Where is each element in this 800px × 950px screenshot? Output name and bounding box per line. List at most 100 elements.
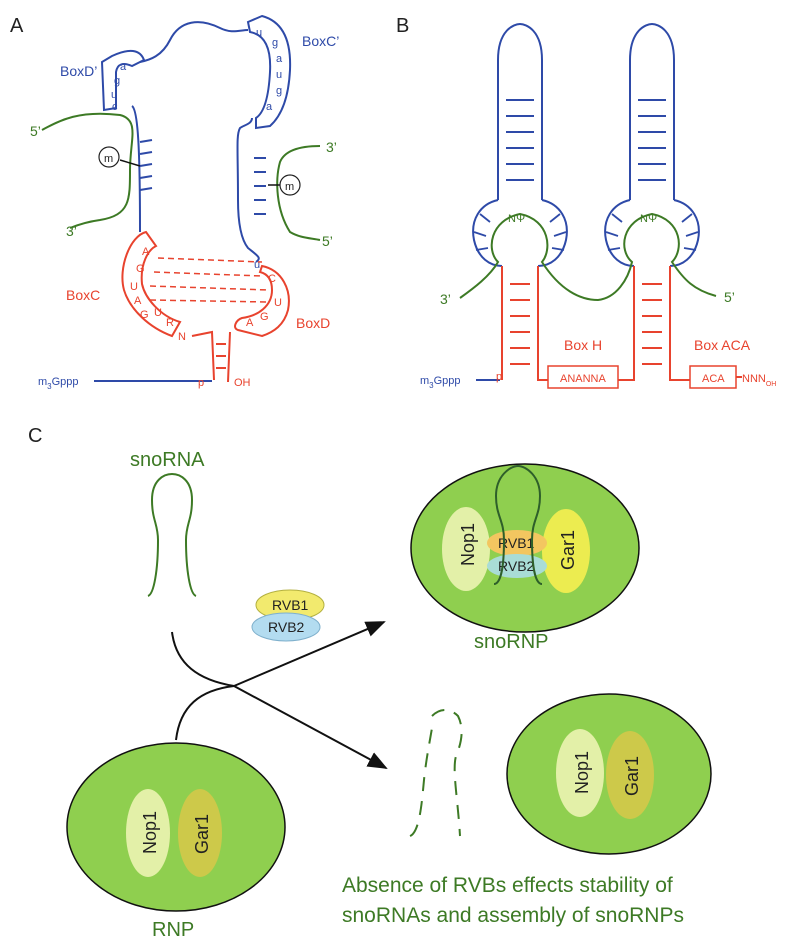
panel-b: B NΨ (396, 15, 776, 390)
snornp-rvb2-label: RVB2 (498, 558, 535, 574)
panel-b-right-stem (618, 266, 690, 381)
panel-a-cap: m3Gppp (38, 376, 79, 391)
right-pocket (604, 199, 700, 267)
panel-b-three-prime: 3’ (440, 291, 451, 307)
panel-b-nnn: NNNOH (742, 373, 776, 388)
d-prime-seq-2: u (111, 89, 117, 101)
box-c-seq-2: U (130, 281, 138, 293)
panel-a-p-label: p (198, 377, 204, 389)
rnp-alone-nop1 (556, 729, 604, 817)
c-prime-seq-4: g (276, 85, 282, 97)
panel-b-target-rna (459, 212, 717, 302)
box-d-label: BoxD (296, 315, 330, 331)
box-aca-seq: ACA (702, 373, 725, 385)
panel-b-cap: m3Gppp (420, 375, 461, 390)
snorna-label: snoRNA (130, 449, 205, 471)
panel-c-label: C (28, 425, 42, 447)
box-c-label: BoxC (66, 287, 100, 303)
box-c-prime-label: BoxC’ (302, 33, 339, 49)
box-h-label: Box H (564, 337, 602, 353)
panel-b-label: B (396, 15, 409, 37)
panel-a-u-label: u (254, 259, 260, 271)
rnp-alone-nop1-label: Nop1 (572, 751, 592, 794)
left-base-pairs (139, 139, 153, 191)
rnp-gar1 (178, 789, 222, 877)
box-d-prime-bracket (100, 49, 146, 112)
rnp-label: RNP (152, 919, 194, 941)
panel-a-label: A (10, 15, 24, 37)
rnp-in-arrow (175, 685, 235, 741)
c-prime-seq-5: a (266, 101, 273, 113)
snornp-nop1 (442, 507, 490, 591)
panel-a-top-loop (139, 21, 249, 63)
d-prime-seq-1: g (114, 75, 120, 87)
snornp-bound-snorna (493, 464, 543, 585)
snorna-in-arrow (171, 631, 235, 687)
rnp-gar1-label: Gar1 (192, 814, 212, 854)
d-prime-seq-3: c (112, 101, 118, 113)
snorna-hairpin (147, 472, 197, 597)
snornp-nop1-label: Nop1 (458, 523, 478, 566)
box-aca-label: Box ACA (694, 337, 751, 353)
rnp-nop1-label: Nop1 (140, 811, 160, 854)
box-c-seq-5: U (154, 307, 162, 319)
c-prime-seq-0: u (256, 27, 262, 39)
left-methyl-circle (98, 146, 120, 168)
right-three-prime: 3’ (326, 139, 337, 155)
caption-line-2: snoRNAs and assembly of snoRNPs (342, 904, 684, 927)
panel-c: C snoRNA RVB1 RVB2 Nop1 Gar1 RVB1 RVB2 s… (28, 425, 712, 941)
box-h-rect (547, 365, 619, 389)
right-methyl-label: m (285, 181, 294, 193)
box-c-prime-bracket (246, 14, 292, 130)
right-hairpin (629, 22, 675, 200)
c-prime-seq-3: u (276, 69, 282, 81)
assembly-arrow (233, 621, 386, 687)
box-d-seq-3: A (246, 317, 254, 329)
panel-a-stem-pairs (216, 343, 226, 369)
panel-b-p-label: p (496, 371, 502, 383)
box-c-d-pairing (149, 257, 269, 303)
box-d-prime-label: BoxD’ (60, 63, 97, 79)
panel-a-terminal-stem (191, 330, 231, 383)
right-base-pairs (254, 157, 266, 215)
rnp-alone-gar1 (606, 731, 654, 819)
panel-a-right-strand (236, 117, 260, 263)
snornp-gar1-label: Gar1 (558, 530, 578, 570)
left-pocket (472, 199, 568, 267)
snornp-label: snoRNP (474, 631, 548, 653)
box-c-seq-1: G (136, 263, 145, 275)
rvb2-pill-label: RVB2 (268, 619, 305, 635)
left-three-prime: 3’ (66, 223, 77, 239)
left-target-rna (41, 112, 134, 229)
panel-b-five-prime: 5’ (724, 289, 735, 305)
left-pocket-ticks (473, 213, 567, 251)
right-five-prime: 5’ (322, 233, 333, 249)
box-h-seq: ANANNA (560, 373, 607, 385)
right-target-rna (276, 145, 321, 241)
d-prime-seq-0: a (120, 61, 127, 73)
left-methyl-label: m (104, 153, 113, 165)
panel-a-oh-label: OH (234, 377, 251, 389)
box-c-seq-0: A (142, 246, 150, 258)
left-hairpin (497, 22, 543, 200)
right-methyl-circle (279, 174, 301, 196)
c-prime-seq-2: a (276, 53, 283, 65)
rnp-complex (66, 742, 286, 912)
panel-a: A BoxD’ a g u c BoxC’ u g a u g a 5’ 3’ (10, 14, 339, 391)
box-d-seq-1: U (274, 297, 282, 309)
box-c-seq-6: R (166, 317, 174, 329)
box-c-bracket (121, 230, 182, 338)
right-pocket-ticks (605, 213, 699, 251)
rvb2-pill (251, 612, 321, 642)
box-d-bracket (234, 264, 290, 338)
box-c-seq-3: A (134, 295, 142, 307)
caption-line-1: Absence of RVBs effects stability of (342, 874, 673, 897)
panel-a-snorna-strand (131, 105, 141, 232)
left-five-prime: 5’ (30, 123, 41, 139)
panel-b-left-stem-pairs (510, 283, 530, 365)
box-c-seq-7: N (178, 331, 186, 343)
snornp-rvb1-label: RVB1 (498, 535, 535, 551)
rnp-alone-gar1-label: Gar1 (622, 756, 642, 796)
rvb1-pill-label: RVB1 (272, 597, 309, 613)
